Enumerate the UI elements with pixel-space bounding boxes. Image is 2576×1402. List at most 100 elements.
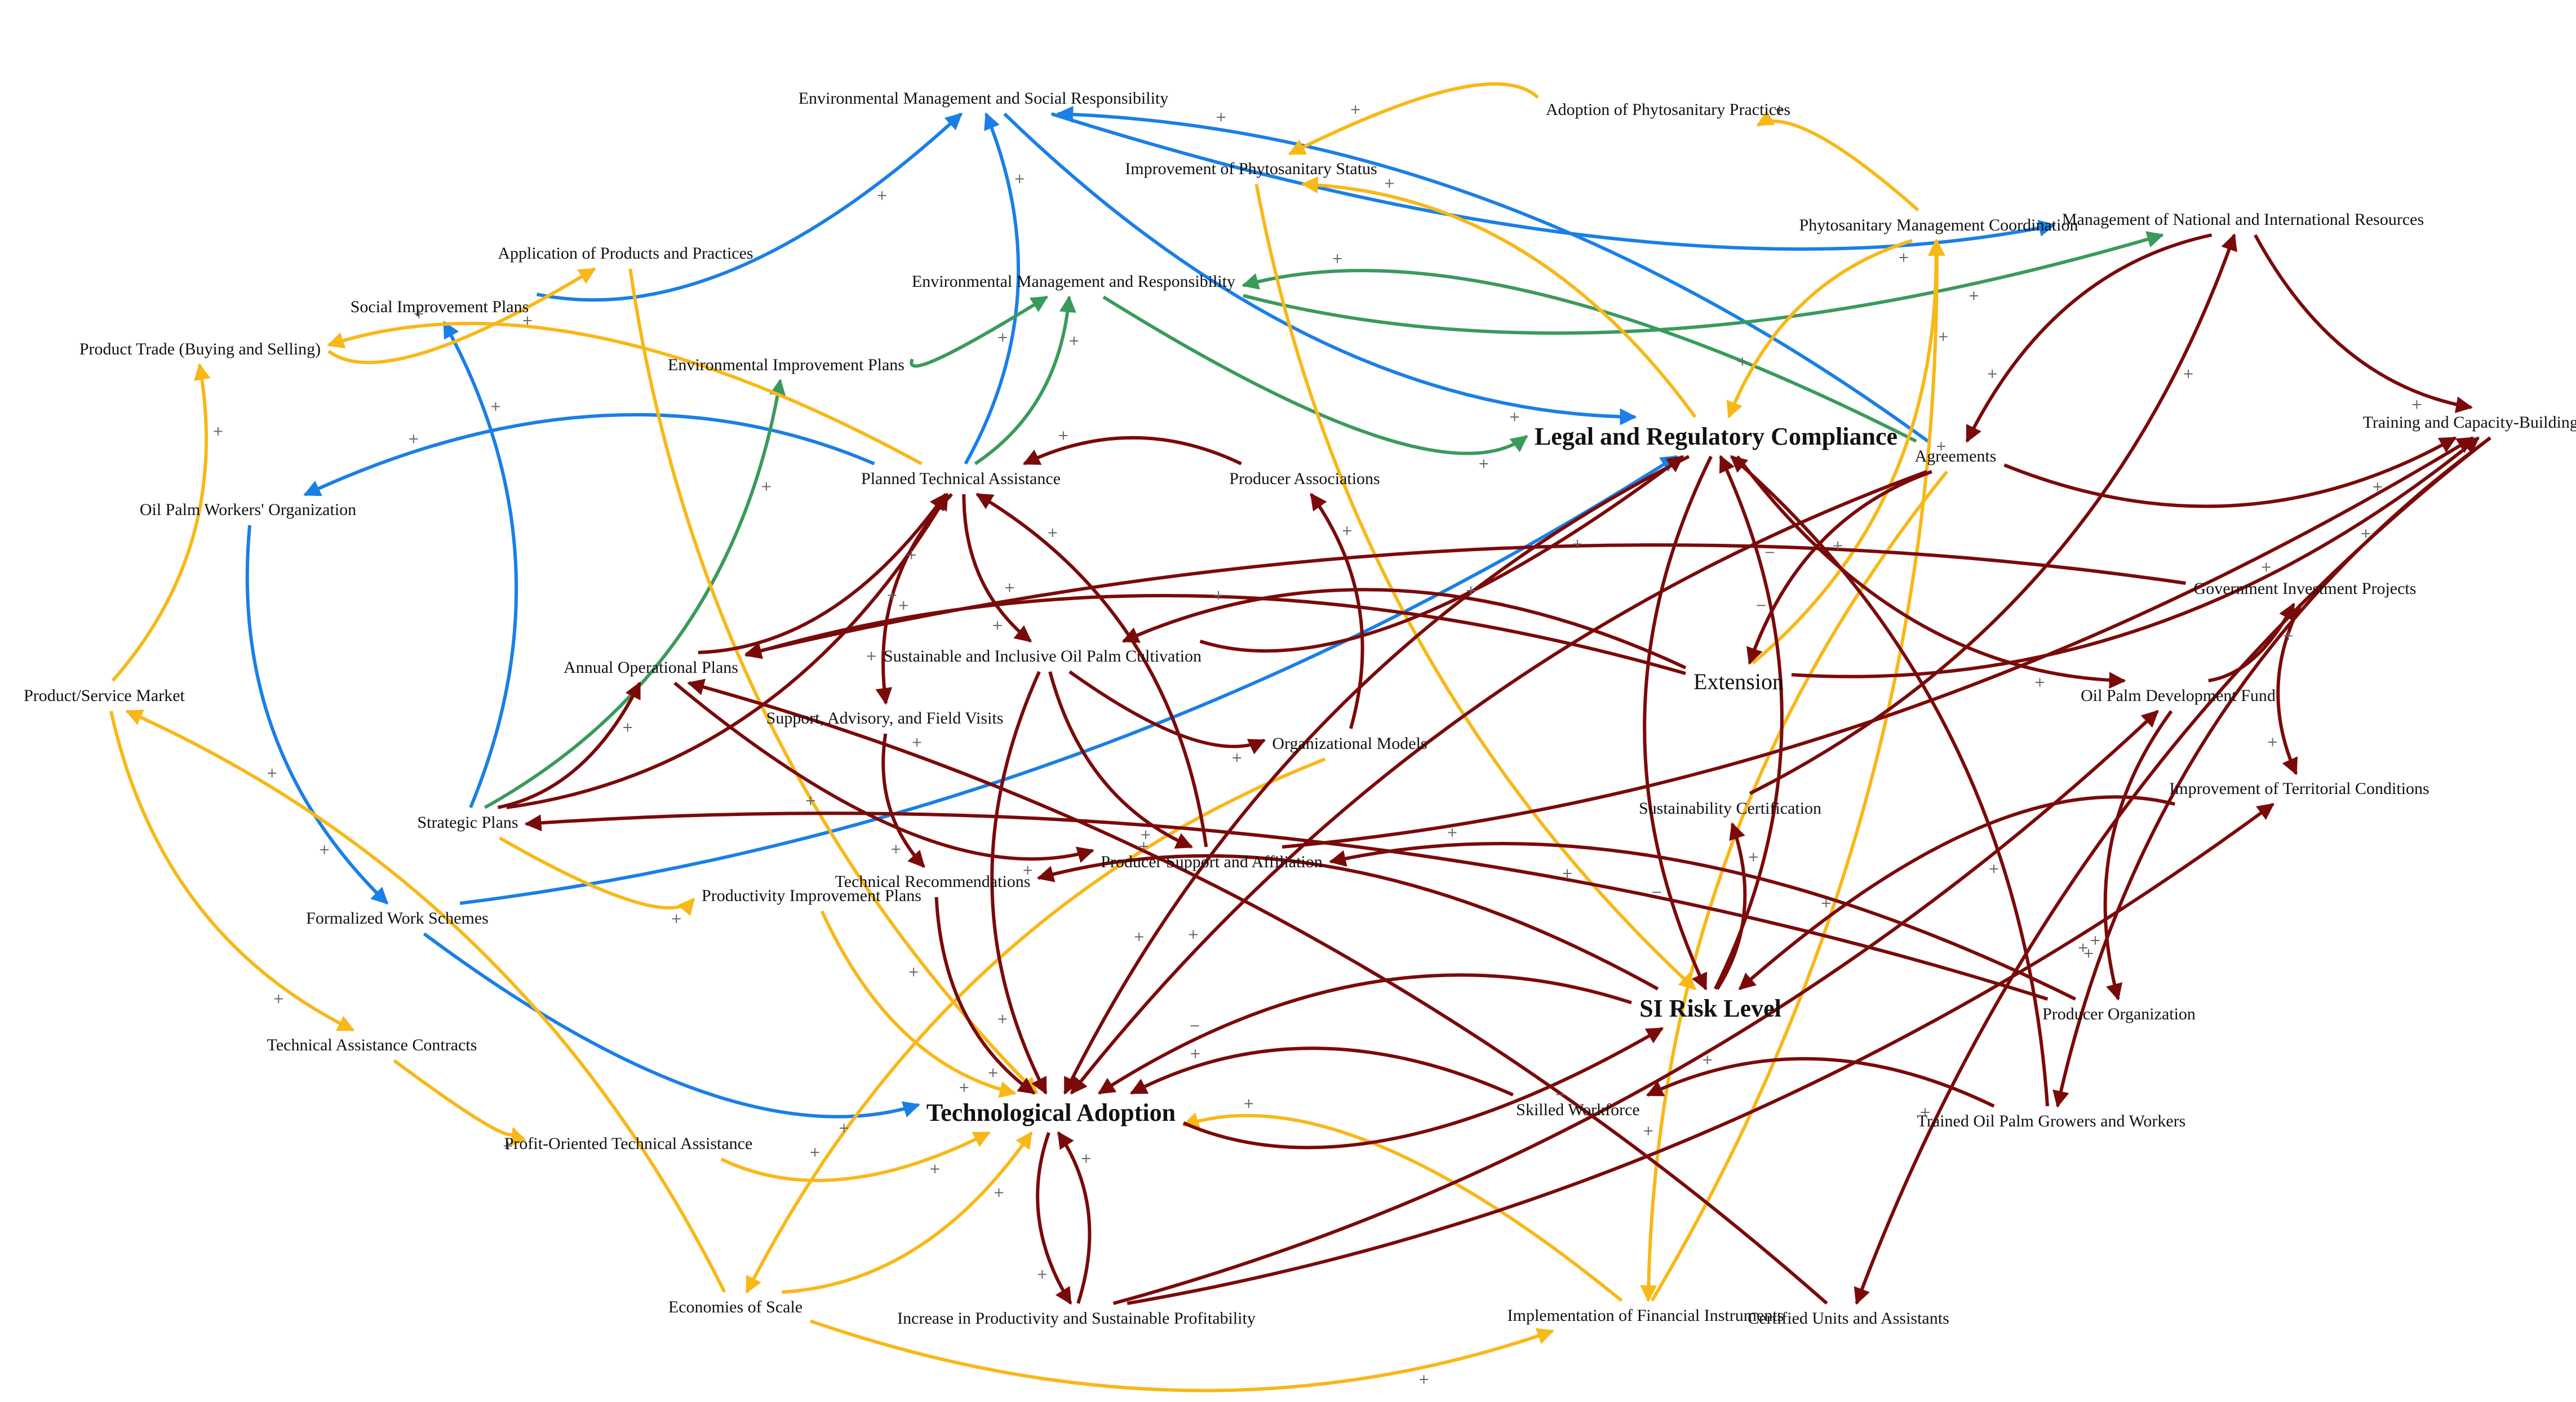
node-improvement-phytosanitary-status[interactable]: Improvement of Phytosanitary Status xyxy=(1125,159,1377,178)
edge-sign: + xyxy=(906,547,917,562)
node-annual-operational-plans[interactable]: Annual Operational Plans xyxy=(564,658,738,677)
edge-extension-to-phyto_coord xyxy=(1752,239,1945,665)
edge-sign: + xyxy=(1187,926,1199,942)
node-trained-growers[interactable]: Trained Oil Palm Growers and Workers xyxy=(1917,1112,2186,1130)
node-product-service-market[interactable]: Product/Service Market xyxy=(24,686,185,705)
node-government-investment[interactable]: Government Investment Projects xyxy=(2193,579,2417,598)
node-producer-support[interactable]: Producer Support and Affiliation xyxy=(1101,853,1323,871)
edge-layer xyxy=(109,82,2491,1392)
edge-sign: + xyxy=(929,1161,941,1177)
node-sustainability-certification[interactable]: Sustainability Certification xyxy=(1638,799,1822,818)
node-organizational-models[interactable]: Organizational Models xyxy=(1272,734,1427,753)
edge-sign: + xyxy=(2282,628,2294,644)
edge-legal-to-oil_palm_fund xyxy=(1736,455,2126,689)
node-territorial-conditions[interactable]: Improvement of Territorial Conditions xyxy=(2169,779,2429,798)
edge-extension-to-sustainable_cult xyxy=(1121,588,1687,669)
edge-sign: + xyxy=(1133,929,1145,944)
node-agreements[interactable]: Agreements xyxy=(1914,447,1997,465)
node-social-improvement-plans[interactable]: Social Improvement Plans xyxy=(350,298,529,316)
edge-sustainable_cult-to-producer_support xyxy=(1048,671,1194,849)
edge-agreements-to-tech_adoption xyxy=(1070,470,1928,1095)
node-extension[interactable]: Extension xyxy=(1693,669,1784,694)
node-skilled-workforce[interactable]: Skilled Workforce xyxy=(1516,1101,1640,1119)
edge-planned_ta-to-env_mgmt_social xyxy=(964,112,1021,465)
edge-gov_investment-to-annual_plans xyxy=(744,543,2186,659)
edge-sign: + xyxy=(318,842,330,858)
node-producer-associations[interactable]: Producer Associations xyxy=(1229,469,1380,488)
edge-sign: + xyxy=(2034,674,2046,690)
edge-sign: + xyxy=(1737,353,1748,369)
node-strategic-plans[interactable]: Strategic Plans xyxy=(417,813,518,832)
node-product-trade[interactable]: Product Trade (Buying and Selling) xyxy=(79,340,321,358)
edge-planned_ta-to-env_mgmt_resp xyxy=(974,295,1076,465)
node-adoption-phytosanitary-practices[interactable]: Adoption of Phytosanitary Practices xyxy=(1545,100,1791,119)
node-management-resources[interactable]: Management of National and International… xyxy=(2061,210,2424,229)
edge-sign: + xyxy=(1774,101,1785,117)
edge-annual_plans-to-planned_ta xyxy=(698,493,947,654)
edge-oil_palm_fund-to-gov_investment xyxy=(2208,602,2295,682)
node-technical-recommendations[interactable]: Technical Recommendations xyxy=(835,872,1031,891)
edge-economies_scale-to-implementation_fin xyxy=(810,1319,1555,1392)
node-planned-technical-assistance[interactable]: Planned Technical Assistance xyxy=(861,469,1061,488)
node-productivity-plans[interactable]: Productivity Improvement Plans xyxy=(702,886,921,905)
edge-sign: + xyxy=(890,841,902,857)
edge-sustainable_cult-to-org_models xyxy=(1068,670,1266,755)
node-certified-units[interactable]: Certified Units and Assistants xyxy=(1748,1309,1949,1328)
edge-sign: + xyxy=(267,765,278,780)
node-env-improvement-plans[interactable]: Environmental Improvement Plans xyxy=(668,356,905,374)
edge-sign: + xyxy=(1702,1052,1713,1067)
node-profit-oriented-ta[interactable]: Profit-Oriented Technical Assistance xyxy=(504,1134,753,1153)
node-oil-palm-fund[interactable]: Oil Palm Development Fund xyxy=(2081,686,2276,705)
edge-sign: + xyxy=(1068,332,1080,348)
edge-territorial-to-si_risk xyxy=(1738,795,2175,991)
node-legal-compliance[interactable]: Legal and Regulatory Compliance xyxy=(1534,423,1898,450)
edge-sign: + xyxy=(1562,866,1573,881)
edge-env_mgmt_resp-to-legal xyxy=(1102,295,1528,455)
edge-env_mgmt_social-to-legal xyxy=(1003,112,1637,425)
edge-sign: + xyxy=(212,423,224,439)
node-increase-productivity[interactable]: Increase in Productivity and Sustainable… xyxy=(897,1309,1256,1328)
edge-product_trade-to-application_products xyxy=(327,267,596,365)
node-formalized-work-schemes[interactable]: Formalized Work Schemes xyxy=(306,909,489,928)
edge-sign: + xyxy=(1919,1104,1931,1120)
edge-planned_ta-to-sustainable_cult xyxy=(962,494,1032,643)
edge-sign: + xyxy=(1447,824,1458,840)
node-si-risk-level[interactable]: SI Risk Level xyxy=(1639,995,1781,1022)
edge-planned_ta-to-workers_org xyxy=(303,413,875,496)
node-producer-organization[interactable]: Producer Organization xyxy=(2042,1005,2196,1023)
node-technological-adoption[interactable]: Technological Adoption xyxy=(926,1099,1176,1126)
edge-sign: + xyxy=(502,1138,513,1153)
edge-formalized_work-to-tech_adoption xyxy=(423,932,920,1119)
node-application-products[interactable]: Application of Products and Practices xyxy=(498,244,753,263)
edge-agreements-to-env_mgmt_resp xyxy=(1242,269,1917,443)
edge-sign: + xyxy=(2090,933,2101,948)
node-env-mgmt-responsibility[interactable]: Environmental Management and Responsibil… xyxy=(911,272,1236,291)
edge-sign: + xyxy=(805,792,816,808)
node-sustainable-cultivation[interactable]: Sustainable and Inclusive Oil Palm Culti… xyxy=(883,647,1202,665)
edge-sign: + xyxy=(761,478,772,494)
edge-sign: + xyxy=(1748,849,1759,865)
edge-sustainable_cult-to-tech_adoption xyxy=(990,671,1048,1095)
edge-sign: + xyxy=(1988,860,1999,876)
edge-sign: + xyxy=(2267,734,2278,749)
edge-sign: + xyxy=(1572,536,1583,552)
edge-phyto_coord-to-adoption_phyto xyxy=(1756,110,1919,212)
edge-sign: + xyxy=(1832,538,1843,553)
edge-mgmt_resources-to-agreements xyxy=(1965,233,2213,443)
edge-sign: + xyxy=(886,587,898,603)
node-phytosanitary-coordination[interactable]: Phytosanitary Management Coordination xyxy=(1799,216,2078,234)
node-env-mgmt-social[interactable]: Environmental Management and Social Resp… xyxy=(798,89,1169,108)
node-training-programs[interactable]: Training and Capacity-Building Programs xyxy=(2362,413,2576,432)
node-support-field-visits[interactable]: Support, Advisory, and Field Visits xyxy=(766,709,1004,727)
edge-sign: + xyxy=(1935,438,1947,454)
edge-support_visits-to-tech_recs xyxy=(881,733,925,868)
edge-sign: + xyxy=(959,1080,970,1095)
edge-org_models-to-producer_assoc xyxy=(1310,493,1364,729)
node-financial-instruments[interactable]: Implementation of Financial Instruments xyxy=(1507,1306,1784,1325)
node-ta-contracts[interactable]: Technical Assistance Contracts xyxy=(267,1036,477,1054)
edge-extension-to-training xyxy=(1791,436,2480,678)
node-workers-organization[interactable]: Oil Palm Workers' Organization xyxy=(139,500,357,519)
edge-sign: − xyxy=(1651,884,1662,900)
edge-si_risk-to-legal xyxy=(1714,455,1784,990)
node-economies-of-scale[interactable]: Economies of Scale xyxy=(668,1298,803,1316)
